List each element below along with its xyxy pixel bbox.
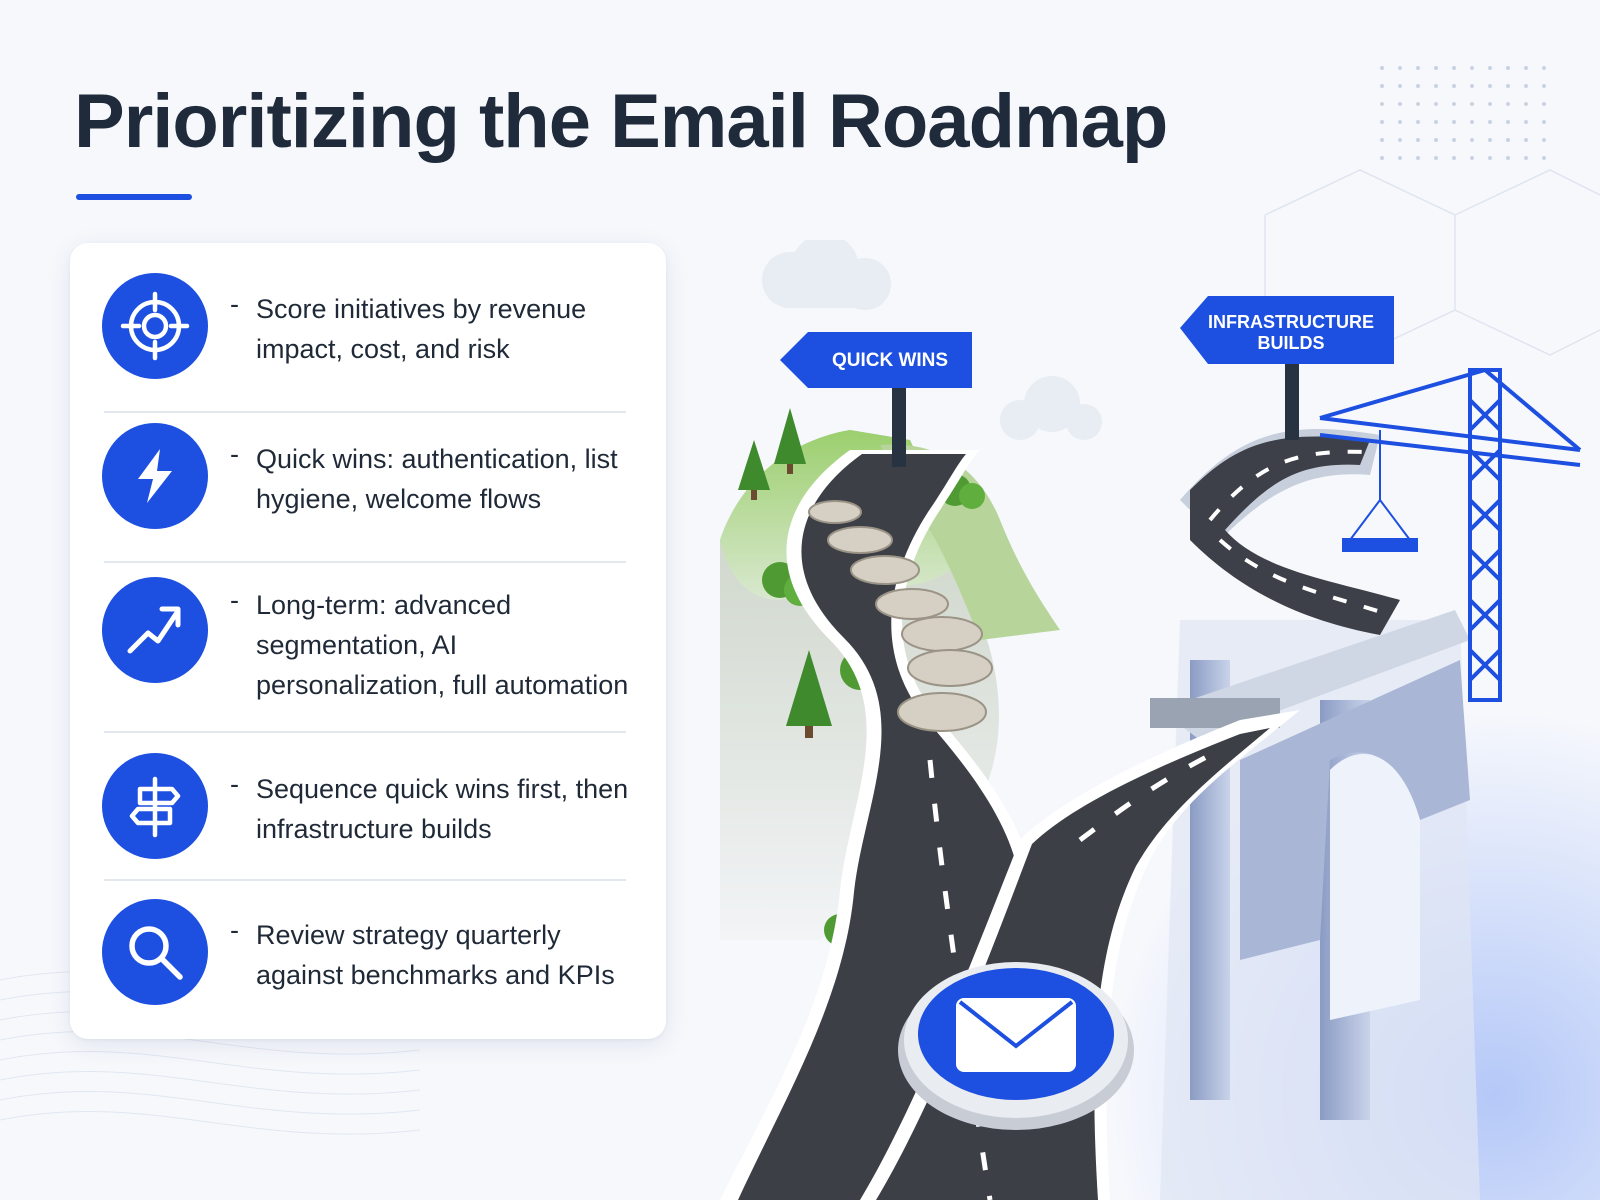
list-item: - Review strategy quarterly against benc…	[102, 899, 634, 1005]
envelope-badge	[898, 962, 1134, 1130]
item-text: Review strategy quarterly against benchm…	[256, 920, 615, 990]
infrastructure-label-line2: BUILDS	[1258, 333, 1325, 353]
signpost-icon	[102, 753, 208, 859]
roadmap-illustration: QUICK WINS INFRASTRUCTURE BUILDS	[720, 240, 1582, 1200]
bullet-dash: -	[230, 915, 239, 945]
target-icon	[102, 273, 208, 379]
bullet-dash: -	[230, 585, 239, 615]
crane	[1319, 368, 1582, 702]
infrastructure-sign: INFRASTRUCTURE BUILDS	[1180, 296, 1394, 440]
list-item: - Sequence quick wins first, then infras…	[102, 753, 634, 859]
divider	[104, 561, 626, 563]
list-item: - Long-term: advanced segmentation, AI p…	[102, 577, 634, 700]
quick-wins-sign: QUICK WINS	[780, 332, 972, 467]
divider	[104, 731, 626, 733]
title-underline	[76, 194, 192, 200]
clouds	[762, 240, 1102, 440]
quick-wins-label: QUICK WINS	[832, 350, 948, 371]
dot-grid	[1380, 66, 1546, 160]
lightning-bolt-icon	[102, 423, 208, 529]
bullet-dash: -	[230, 769, 239, 799]
page-title: Prioritizing the Email Roadmap	[74, 79, 1168, 164]
item-text: Sequence quick wins first, then infrastr…	[256, 774, 629, 844]
item-text: Quick wins: authentication, list hygiene…	[256, 444, 618, 514]
list-item: - Quick wins: authentication, list hygie…	[102, 423, 634, 529]
list-item: - Score initiatives by revenue impact, c…	[102, 273, 634, 379]
bridge	[1150, 428, 1480, 1200]
bullet-dash: -	[230, 289, 239, 319]
stepping-stones	[808, 500, 993, 732]
bullet-dash: -	[230, 439, 239, 469]
magnifier-icon	[102, 899, 208, 1005]
item-text: Long-term: advanced segmentation, AI per…	[256, 590, 629, 700]
divider	[104, 879, 626, 881]
infrastructure-label-line1: INFRASTRUCTURE	[1208, 312, 1374, 332]
divider	[104, 411, 626, 413]
trend-up-arrow-icon	[102, 577, 208, 683]
item-text: Score initiatives by revenue impact, cos…	[256, 294, 587, 364]
envelope-icon	[956, 998, 1076, 1072]
priorities-card: - Score initiatives by revenue impact, c…	[70, 243, 666, 1039]
